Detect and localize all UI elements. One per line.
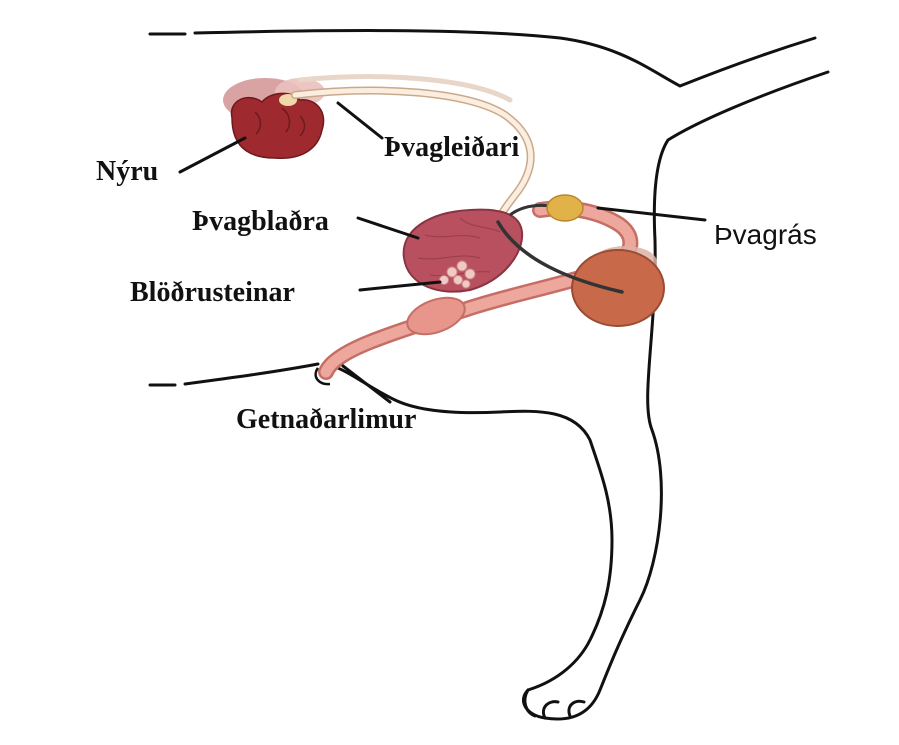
leader-penis [341,364,392,404]
gland [546,194,584,222]
leader-ureter [336,101,384,140]
ureter [291,74,535,226]
leader-urethra [596,206,707,222]
label-urethra: Þvagrás [714,219,817,250]
leader-kidney [178,136,247,174]
bladder [402,208,524,293]
urethra-tube [314,200,639,386]
dog-outline [148,29,830,721]
kidney-lobe-lines [254,107,306,137]
penis-bulb [406,296,466,336]
label-ureter: Þvagleiðari [384,132,520,163]
catheter-line [496,220,624,294]
leader-bladder [356,216,420,240]
bladder-stones [439,260,476,289]
leader-stones [358,280,442,292]
leader-lines [178,101,707,404]
prostate [571,246,665,327]
kidney-group [223,78,325,159]
label-penis: Getnaðarlimur [236,404,416,435]
prepuce [314,367,331,386]
label-bladder-stones: Blöðrusteinar [130,277,295,308]
label-bladder: Þvagblaðra [192,206,329,237]
label-kidney: Nýru [96,156,158,187]
kidney [230,92,325,159]
